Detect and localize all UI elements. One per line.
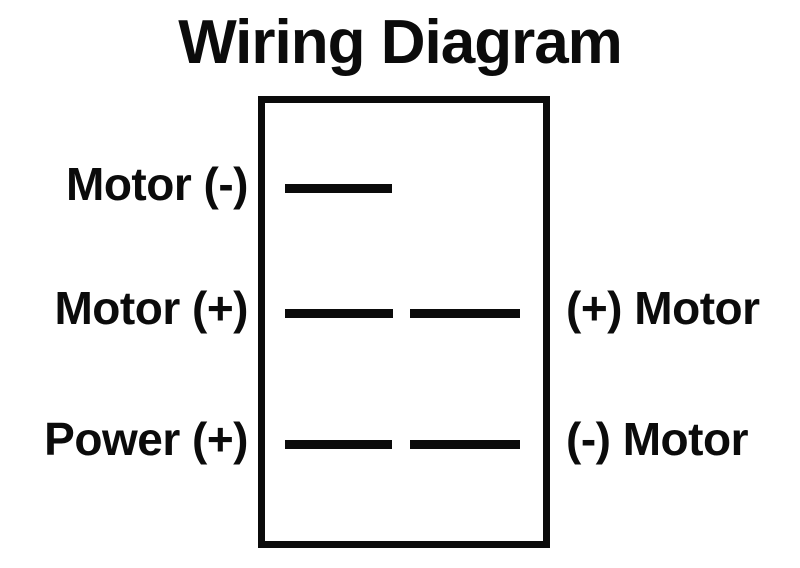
terminal-bar-power-positive-2: [410, 440, 520, 449]
terminal-label-left-motor-negative: Motor (-): [66, 158, 248, 210]
rocker-switch-outline: [258, 96, 550, 548]
terminal-bar-motor-positive-1: [285, 309, 393, 318]
terminal-label-left-power-positive: Power (+): [44, 413, 248, 465]
terminal-bar-motor-negative-1: [285, 184, 392, 193]
terminal-label-right-motor-negative: (-) Motor: [566, 413, 748, 465]
terminal-label-left-motor-positive: Motor (+): [54, 282, 248, 334]
terminal-label-right-motor-positive: (+) Motor: [566, 282, 760, 334]
terminal-bar-motor-positive-2: [410, 309, 520, 318]
terminal-bar-power-positive-1: [285, 440, 392, 449]
page-title: Wiring Diagram: [178, 8, 623, 77]
